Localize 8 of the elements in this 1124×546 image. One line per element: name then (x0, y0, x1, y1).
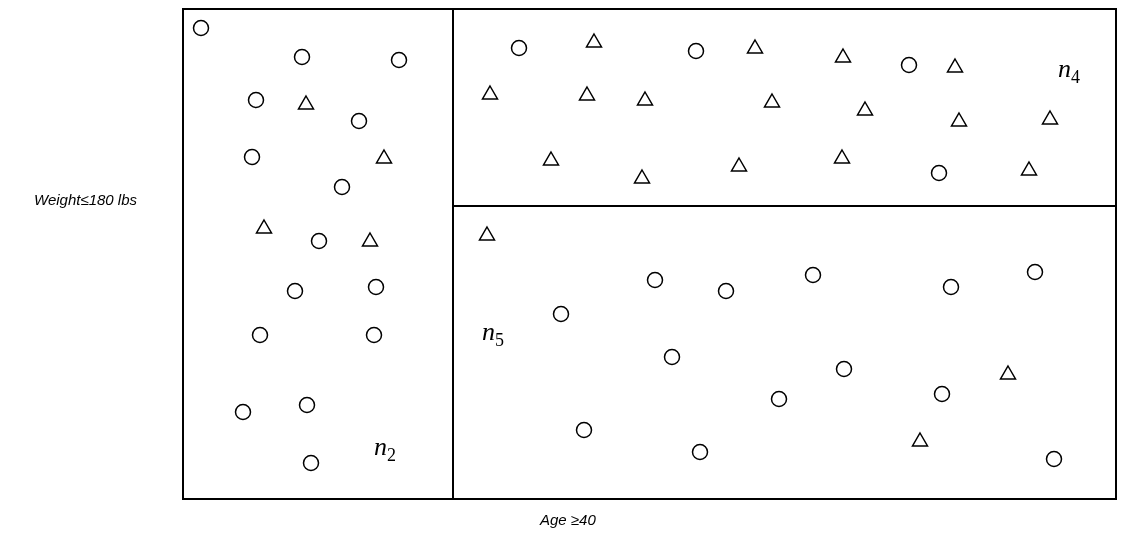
region-label: n$_{4}$ (1058, 56, 1080, 87)
region-box (452, 205, 1117, 500)
region-box (452, 8, 1117, 207)
axis-condition-label: Weight≤180 lbs (34, 191, 137, 208)
axis-condition-label: Age ≥40 (540, 511, 596, 528)
region-label: n$_{2}$ (374, 434, 396, 465)
region-label: n$_{5}$ (482, 319, 504, 350)
region-box (182, 8, 454, 500)
